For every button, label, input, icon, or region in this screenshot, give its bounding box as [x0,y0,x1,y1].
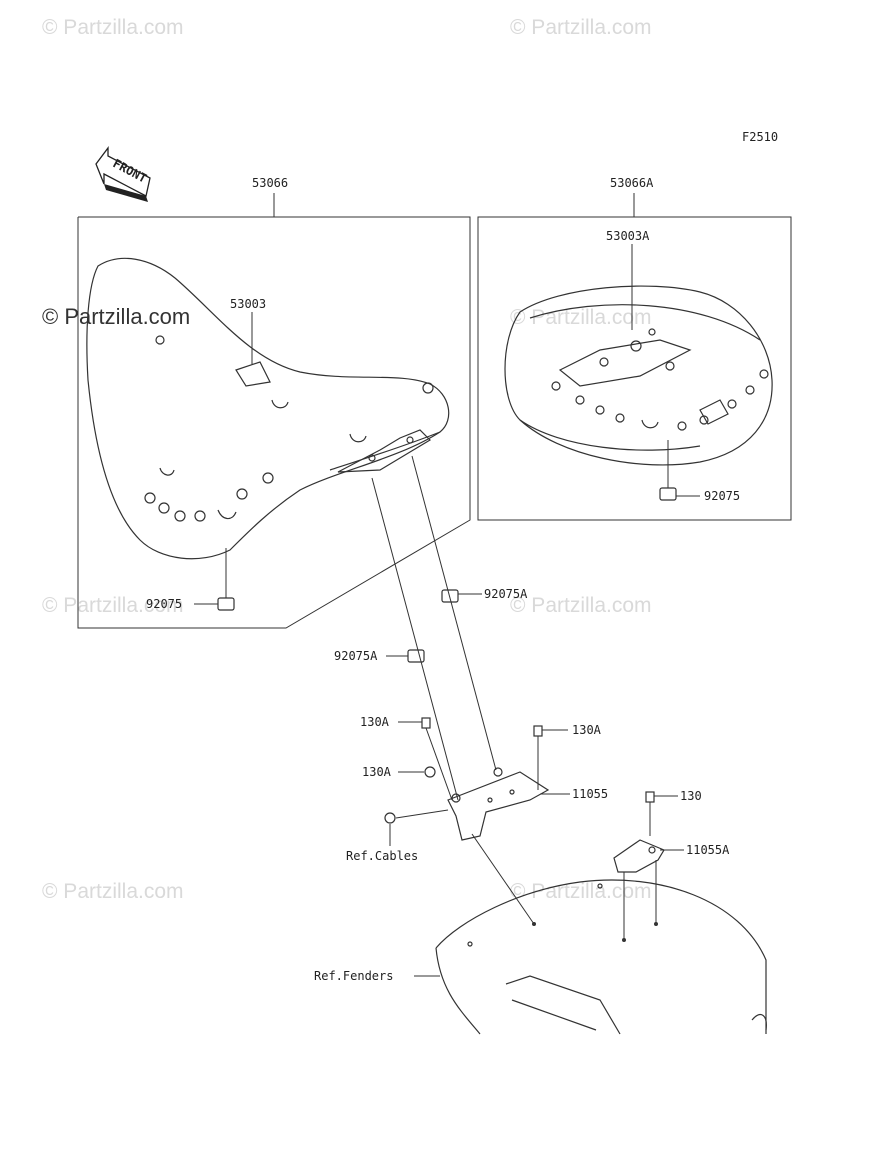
watermark-top-right: © Partzilla.com [510,16,652,39]
damper-92075-left [217,597,235,611]
label-11055: 11055 [572,787,608,801]
label-ref-fenders: Ref.Fenders [314,969,393,983]
label-130A-mid: 130A [362,765,392,779]
label-130A-right: 130A [572,723,602,737]
bolt-130A-top [421,717,431,729]
seat-box-left [77,216,471,629]
label-53066A: 53066A [610,176,654,190]
damper-92075A-upper [441,589,459,603]
label-130: 130 [680,789,702,803]
label-53003: 53003 [230,297,266,311]
watermark-bottom-right: © Partzilla.com [510,880,652,903]
diagram-code: F2510 [742,130,778,144]
rear-seat-drawing [504,285,773,466]
watermark-main: © Partzilla.com [42,304,191,329]
front-arrow-icon: FRONT [95,146,151,202]
watermark-seat-right: © Partzilla.com [510,306,652,329]
watermark-top-left: © Partzilla.com [42,16,184,39]
label-11055A: 11055A [686,843,730,857]
bolt-130 [645,791,655,803]
bracket-11055A [613,839,665,873]
watermark-bottom-left: © Partzilla.com [42,880,184,903]
damper-92075A-lower [407,649,425,663]
bolt-130A-mid [424,766,436,778]
front-seat-drawing [86,257,450,560]
bolt-130A-right [533,725,543,737]
damper-92075-right [659,487,677,501]
seat-box-right [477,216,792,521]
label-53003A: 53003A [606,229,650,243]
label-92075A-upper: 92075A [484,587,528,601]
label-53066: 53066 [252,176,288,190]
label-92075A-lower: 92075A [334,649,378,663]
label-92075-left: 92075 [146,597,182,611]
cable-clamp [384,812,396,824]
rear-fender-drawing [435,879,767,1035]
label-92075-right: 92075 [704,489,740,503]
bracket-11055 [447,771,550,841]
watermark-mid-right: © Partzilla.com [510,594,652,617]
label-ref-cables: Ref.Cables [346,849,418,863]
label-130A-top: 130A [360,715,390,729]
watermark-mid-left: © Partzilla.com [42,594,184,617]
